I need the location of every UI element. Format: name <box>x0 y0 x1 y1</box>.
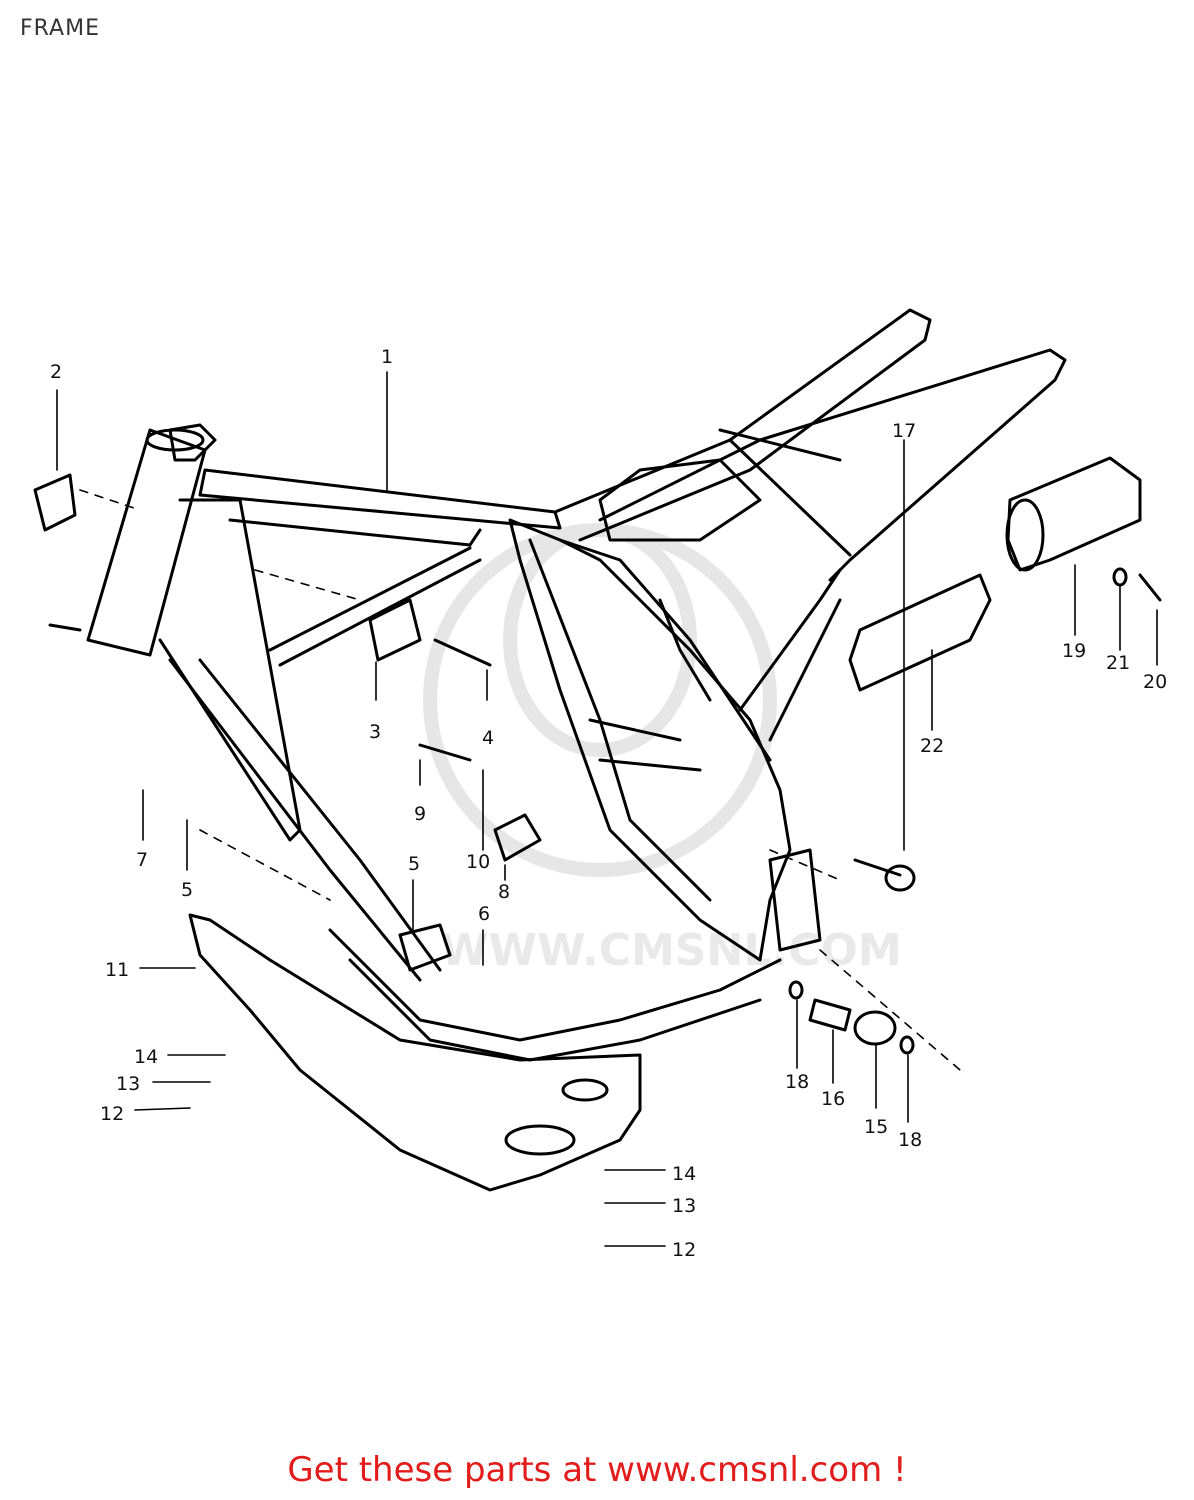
steering-head <box>86 428 207 657</box>
callout-20: 20 <box>1143 671 1167 693</box>
lower-cradle <box>328 928 782 1042</box>
callout-2: 2 <box>50 361 62 383</box>
center-loop <box>508 518 792 962</box>
bracket-2 <box>33 473 77 532</box>
callout-3: 3 <box>369 721 381 743</box>
callout-18-left: 18 <box>785 1071 809 1093</box>
washer-18b <box>899 1035 915 1055</box>
callout-7: 7 <box>136 849 148 871</box>
bolt-4 <box>433 638 492 667</box>
callout-6: 6 <box>478 903 490 925</box>
watermark-text: WWW.CMSNL.COM <box>440 925 902 976</box>
chain-guard <box>848 573 992 692</box>
callout-12-right: 12 <box>672 1239 696 1261</box>
callout-15: 15 <box>864 1116 888 1138</box>
callout-16: 16 <box>821 1088 845 1110</box>
frame-parts-diagram: WWW.CMSNL.COM <box>33 308 1167 1261</box>
diagram-title: FRAME <box>20 16 100 41</box>
skid-plate <box>188 913 642 1192</box>
callout-labels: 1 2 3 4 5 5 6 7 8 9 10 11 12 12 13 13 14… <box>50 346 1167 1261</box>
tool-box <box>1006 456 1142 572</box>
callout-21: 21 <box>1106 652 1130 674</box>
bolt-9 <box>418 743 472 762</box>
collar-15 <box>853 1010 897 1046</box>
cmsnl-watermark: WWW.CMSNL.COM <box>423 523 902 976</box>
bolt-17 <box>853 858 902 877</box>
bolt-20 <box>1138 573 1162 602</box>
callout-4: 4 <box>482 727 494 749</box>
callout-9: 9 <box>414 803 426 825</box>
callout-13-right: 13 <box>672 1195 696 1217</box>
footer-link[interactable]: Get these parts at www.cmsnl.com ! <box>287 1450 907 1490</box>
callout-12-left: 12 <box>100 1103 124 1125</box>
callout-18-right: 18 <box>898 1129 922 1151</box>
callout-10: 10 <box>466 851 490 873</box>
callout-8: 8 <box>498 881 510 903</box>
bracket-3 <box>368 598 422 662</box>
callout-5-upper: 5 <box>408 853 420 875</box>
callout-22: 22 <box>920 735 944 757</box>
down-tube <box>158 498 302 842</box>
callout-14-left: 14 <box>134 1046 158 1068</box>
bracket-5a <box>168 423 217 462</box>
collar-16 <box>808 998 852 1032</box>
callout-11: 11 <box>105 959 129 981</box>
rear-subframe <box>553 308 932 542</box>
callout-14-right: 14 <box>672 1163 696 1185</box>
callout-17: 17 <box>892 420 916 442</box>
top-tube <box>198 468 562 530</box>
callout-19: 19 <box>1062 640 1086 662</box>
callout-13-left: 13 <box>116 1073 140 1095</box>
washer-21 <box>1112 567 1128 587</box>
washer-18a <box>788 980 804 1000</box>
bracket-5b <box>398 923 452 972</box>
callout-5-lower: 5 <box>181 879 193 901</box>
callout-1: 1 <box>381 346 393 368</box>
bracket-8 <box>493 813 542 862</box>
